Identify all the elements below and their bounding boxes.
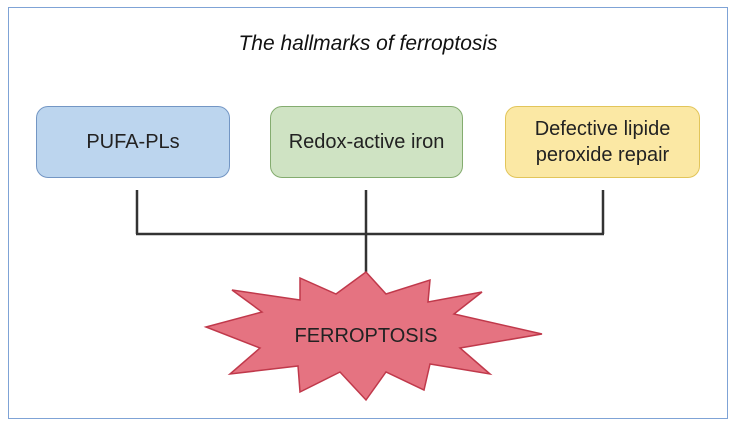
burst-shape bbox=[203, 270, 543, 402]
hallmark-label-pufa-pls: PUFA-PLs bbox=[86, 131, 180, 153]
hallmark-box-redox-iron: Redox-active iron bbox=[270, 106, 463, 178]
diagram-title: The hallmarks of ferroptosis bbox=[238, 32, 498, 55]
hallmark-box-lipid-repair: Defective lipide peroxide repair bbox=[505, 106, 700, 178]
diagram-frame bbox=[8, 7, 728, 419]
hallmark-box-pufa-pls: PUFA-PLs bbox=[36, 106, 230, 178]
ferroptosis-label: FERROPTOSIS bbox=[294, 325, 438, 347]
hallmark-label-lipid-repair: Defective lipide peroxide repair bbox=[534, 118, 671, 166]
hallmark-label-redox-iron: Redox-active iron bbox=[288, 131, 445, 153]
